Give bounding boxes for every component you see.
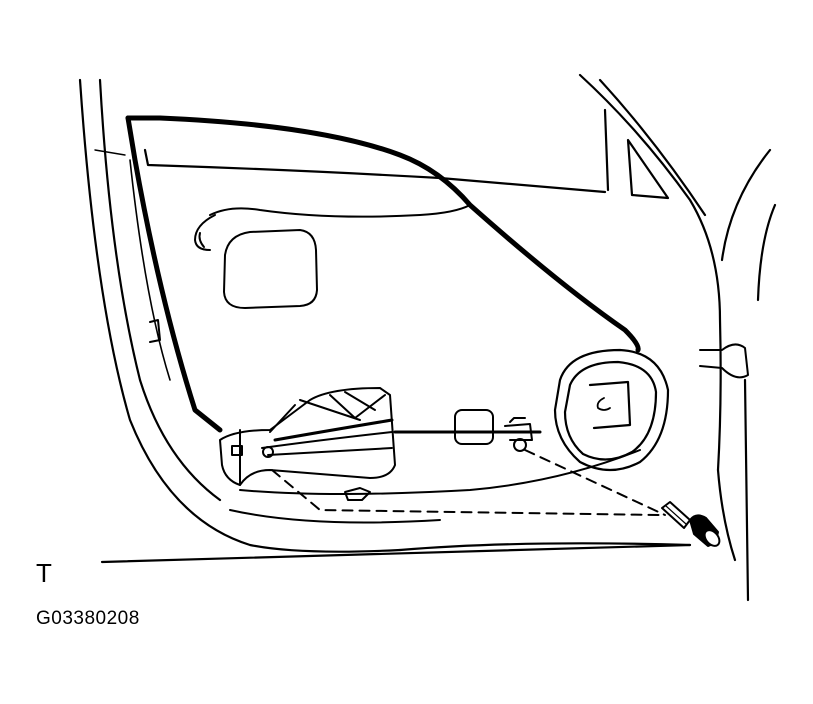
window-frame: [95, 118, 638, 430]
service-hole: [150, 205, 470, 342]
pillar-clip: [700, 344, 748, 377]
figure-id: G03380208: [36, 608, 140, 629]
lower-trim-contour: [230, 450, 640, 522]
screw-leader-lines: [272, 450, 665, 515]
switch-module: [345, 410, 532, 500]
inside-handle-assembly: [220, 388, 540, 485]
speaker: [555, 350, 668, 470]
door-frame-outline: [80, 75, 775, 600]
screw-icon: [662, 502, 722, 549]
view-label: T: [36, 558, 52, 588]
